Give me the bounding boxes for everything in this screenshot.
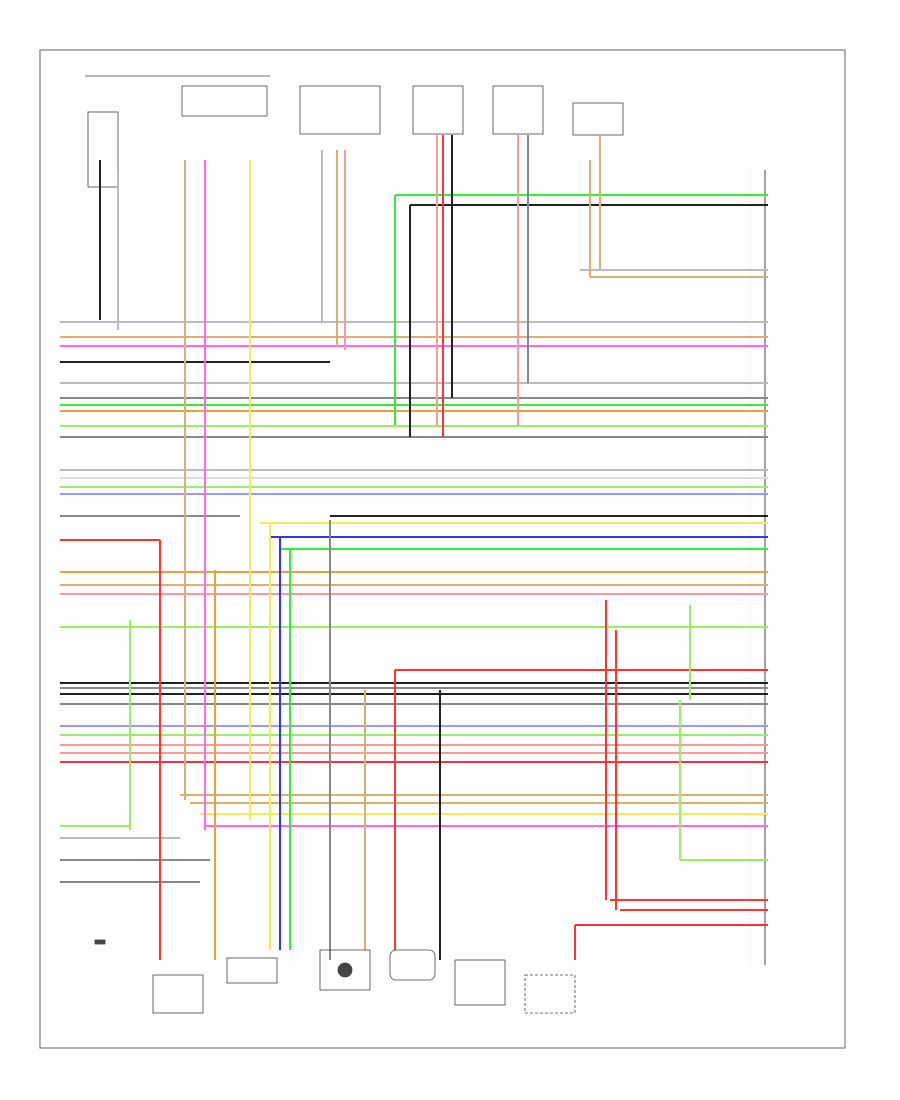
output-speed-sensor [454,959,506,1006]
fluid-temp-sensor [524,974,576,1014]
vss-rotor-icon [337,962,353,978]
throttle-position-sensor [226,957,278,984]
left-switch-box [87,111,119,188]
rr-wheel-speed-sensor [492,85,544,135]
fuse-relay-box [181,85,268,117]
vehicle-speed-sensor [319,949,371,991]
vertical-wires [99,135,691,960]
input-speed-sensor [389,949,436,981]
park-neutral-switch [152,974,204,1014]
diagram-border [39,49,846,1049]
bottom-components [94,939,576,1014]
top-components [85,75,624,188]
horizontal-wires [60,194,768,926]
brake-switch [572,102,624,136]
ground-symbol [94,939,106,945]
ecm-connector [749,170,766,965]
lh-wheel-speed-sensor [299,85,381,135]
rh-wheel-speed-sensor [412,85,464,135]
